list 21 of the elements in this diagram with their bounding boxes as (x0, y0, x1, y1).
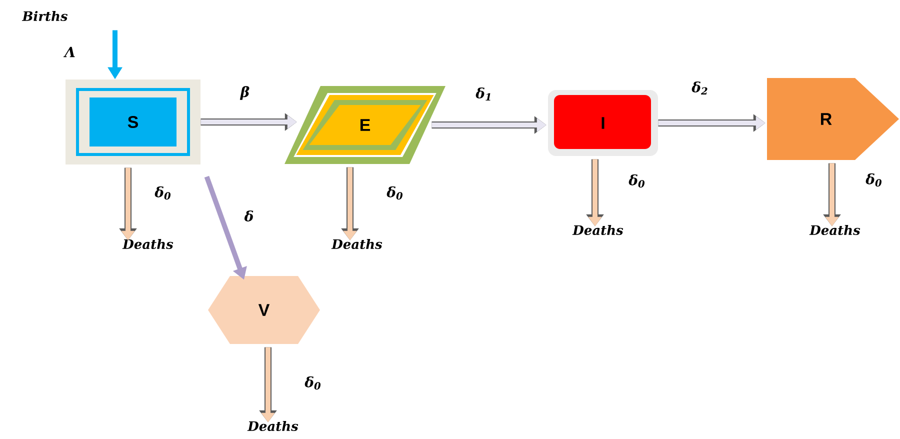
compartment-hexagon: V (208, 276, 320, 344)
caption-text: Births (22, 10, 68, 22)
caption-text: Deaths (122, 238, 174, 250)
caption-text: Deaths (572, 224, 624, 236)
edge-label: Λ (63, 46, 75, 58)
edge-label: δ$_{0}$ (304, 376, 320, 390)
caption-text: Deaths (809, 224, 860, 236)
edge-label: δ$_{0}$ (386, 186, 402, 200)
caption-text: Deaths (331, 238, 382, 250)
edge-label: δ$_{2}$ (692, 81, 708, 94)
compartment-box: S (66, 80, 200, 164)
compartment-pentagon: R (767, 78, 899, 160)
edge-label: δ$_{0}$ (154, 186, 170, 200)
compartment-parallelogram: E (284, 86, 446, 164)
caption-text: Deaths (247, 420, 298, 432)
compartment-box: I (548, 90, 658, 156)
edge-label: β (240, 86, 250, 100)
edge-label: δ (244, 210, 254, 222)
edge-label: δ$_{0}$ (866, 173, 882, 187)
edge-label: δ$_{0}$ (628, 174, 644, 188)
edge-label: δ$_{1}$ (476, 87, 490, 100)
